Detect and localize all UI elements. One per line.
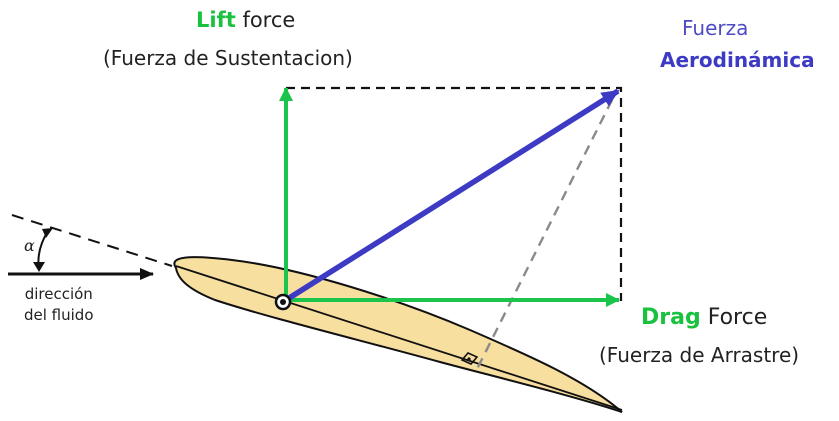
lift-rest: force: [235, 8, 296, 32]
aerodynamic-force-label-line1: Fuerza: [682, 16, 749, 40]
lift-force-label: Lift force: [196, 8, 295, 32]
drag-rest: Force: [700, 305, 768, 330]
center-of-pressure-dot: [280, 299, 286, 305]
lift-keyword: Lift: [196, 8, 236, 32]
right-angle-marker: [460, 352, 479, 365]
angle-arc-arrowhead-top: [42, 228, 53, 238]
force-rectangle-dashed: [286, 86, 623, 301]
flow-direction-line2: del fluido: [24, 306, 94, 324]
chord-line: [175, 265, 623, 411]
aerodynamic-force-label-line2: Aerodinámica: [660, 48, 815, 72]
flow-direction-line1: dirección: [24, 285, 93, 303]
lift-force-translation: (Fuerza de Sustentacion): [103, 46, 353, 70]
aerodynamic-force-arrow: [284, 88, 620, 303]
chord-extension-dashed: [11, 214, 173, 267]
drag-force-label: Drag Force: [641, 305, 767, 330]
drag-keyword: Drag: [641, 305, 701, 330]
angle-of-attack-symbol: α: [24, 236, 35, 255]
drag-force-translation: (Fuerza de Arrastre): [599, 343, 800, 367]
angle-arc-arrowhead-bottom: [33, 262, 45, 272]
flow-direction-label: dirección del fluido: [24, 284, 94, 326]
right-angle-dot: [467, 357, 471, 361]
